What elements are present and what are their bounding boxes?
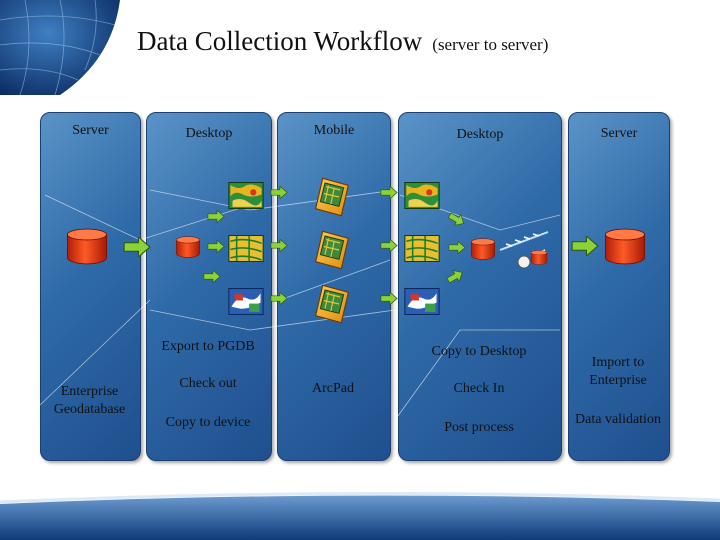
- pda-icon: [315, 230, 349, 270]
- database-icon: [471, 238, 495, 260]
- arrow-icon: [270, 186, 288, 199]
- title-sub: (server to server): [432, 35, 549, 54]
- title-main: Data Collection Workflow: [137, 26, 423, 56]
- column-header: Server: [600, 126, 638, 141]
- map-icon: [404, 235, 440, 262]
- column-mobile: Mobile: [277, 112, 391, 461]
- arrow-icon: [270, 239, 288, 252]
- desktop-left-step: Export to PGDB: [161, 339, 255, 354]
- server-right-step: Import to Enterprise: [589, 355, 647, 388]
- column-desktop-left: Desktop: [146, 112, 272, 461]
- column-header: Desktop: [456, 127, 504, 142]
- page-title: Data Collection Workflow (server to serv…: [137, 26, 548, 57]
- column-header: Mobile: [313, 123, 355, 138]
- server-left-label: Enterprise Geodatabase: [53, 384, 126, 417]
- map-icon: [228, 235, 264, 262]
- mobile-label: ArcPad: [312, 381, 354, 396]
- desktop-right-step: Copy to Desktop: [431, 344, 527, 359]
- desktop-right-step: Post process: [444, 420, 514, 435]
- arrow-icon: [571, 236, 599, 256]
- map-icon: [228, 288, 264, 315]
- pda-icon: [315, 177, 349, 217]
- column-server-left: Server: [40, 112, 141, 461]
- arrow-icon: [380, 292, 398, 305]
- arrow-icon: [270, 292, 288, 305]
- arrow-icon: [444, 266, 466, 287]
- arrow-icon: [207, 240, 225, 253]
- column-server-right: Server: [568, 112, 670, 461]
- network-icon: [499, 231, 549, 269]
- desktop-right-step: Check In: [453, 381, 505, 396]
- globe-icon: [0, 0, 120, 95]
- database-icon: [604, 228, 646, 265]
- arrow-icon: [203, 270, 221, 283]
- arrow-icon: [123, 237, 151, 257]
- arrow-icon: [380, 186, 398, 199]
- database-icon: [176, 236, 200, 258]
- column-desktop-right: Desktop: [398, 112, 562, 461]
- column-header: Server: [72, 123, 109, 138]
- database-icon: [66, 228, 108, 265]
- arrow-icon: [448, 241, 466, 254]
- map-icon: [404, 288, 440, 315]
- map-icon: [404, 182, 440, 209]
- footer-bar: [0, 492, 720, 540]
- desktop-left-step: Copy to device: [165, 415, 251, 430]
- server-right-step: Data validation: [575, 412, 661, 427]
- map-icon: [228, 182, 264, 209]
- column-header: Desktop: [185, 126, 233, 141]
- arrow-icon: [380, 239, 398, 252]
- desktop-left-step: Check out: [179, 376, 237, 391]
- arrow-icon: [207, 210, 225, 223]
